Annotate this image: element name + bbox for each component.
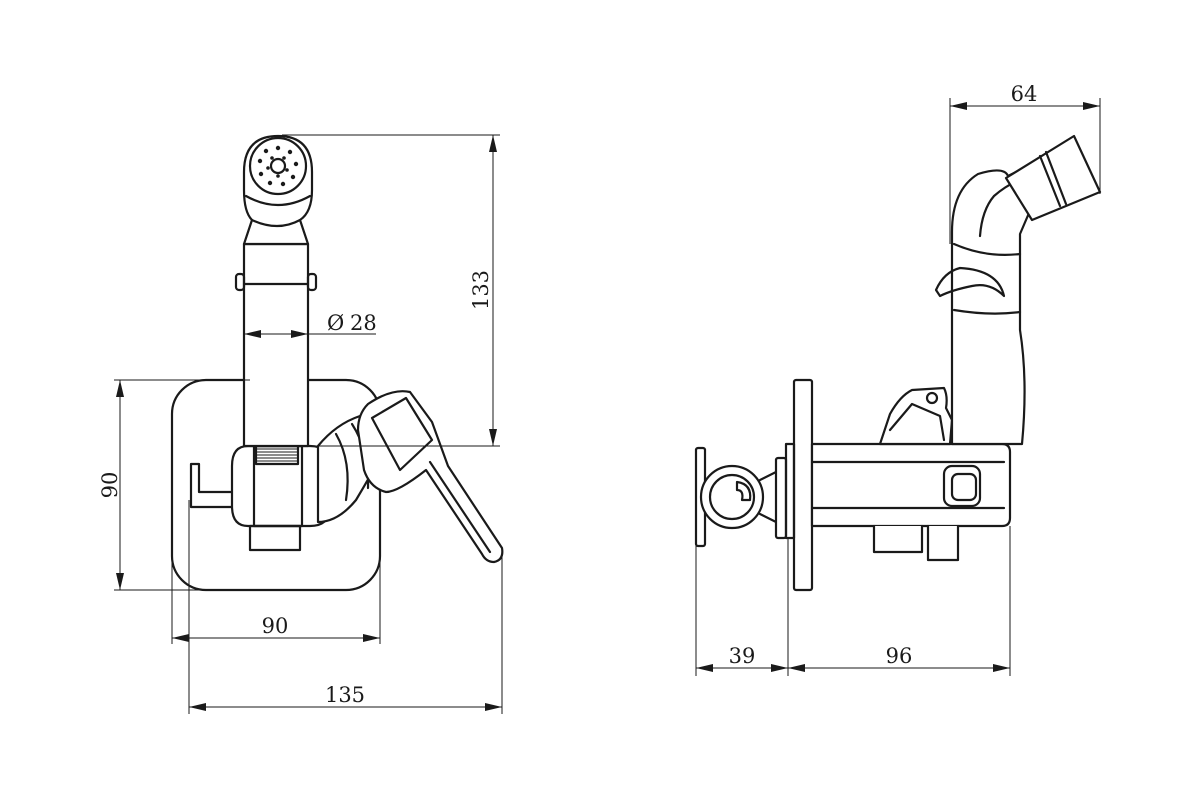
dimension-plate-height: 90 xyxy=(98,379,250,591)
outlet-side xyxy=(872,524,960,562)
dimension-133: 133 xyxy=(282,134,500,447)
plate-width-label: 90 xyxy=(262,614,289,638)
overall-width-label: 135 xyxy=(325,683,365,707)
dimension-39-label: 39 xyxy=(729,644,756,668)
lever-side xyxy=(878,386,954,446)
diameter-label: 28 xyxy=(350,311,377,335)
hose-holder-hook xyxy=(189,462,238,509)
dimension-133-label: 133 xyxy=(469,270,493,310)
wall-plate-thick xyxy=(792,378,814,592)
side-view: 64 39 96 xyxy=(694,82,1102,676)
front-view: 133 Ø 28 90 90 xyxy=(98,134,504,714)
mixer-outlet xyxy=(248,524,302,552)
lever-handle xyxy=(356,390,504,564)
dimension-overall-width: 135 xyxy=(188,500,503,714)
hose-nut-knurl xyxy=(256,448,298,462)
dimension-64: 64 xyxy=(949,82,1101,244)
wall-plate-side xyxy=(774,456,788,540)
dimension-39: 39 xyxy=(695,538,789,676)
dimension-diameter: Ø 28 xyxy=(244,311,377,338)
dimension-96: 96 xyxy=(788,526,1011,676)
spray-nozzles xyxy=(257,145,299,187)
dimension-plate-width: 90 xyxy=(171,480,381,644)
handshower-handle xyxy=(242,242,310,448)
clip-left xyxy=(234,272,246,292)
plate-height-label: 90 xyxy=(98,472,122,499)
clip-right xyxy=(306,272,318,292)
holder-tongue xyxy=(934,266,1006,298)
diameter-symbol: Ø xyxy=(327,311,344,335)
dimension-96-label: 96 xyxy=(886,644,913,668)
spray-face xyxy=(248,136,308,196)
dimension-64-label: 64 xyxy=(1011,82,1038,106)
cartridge-cap xyxy=(942,464,982,508)
